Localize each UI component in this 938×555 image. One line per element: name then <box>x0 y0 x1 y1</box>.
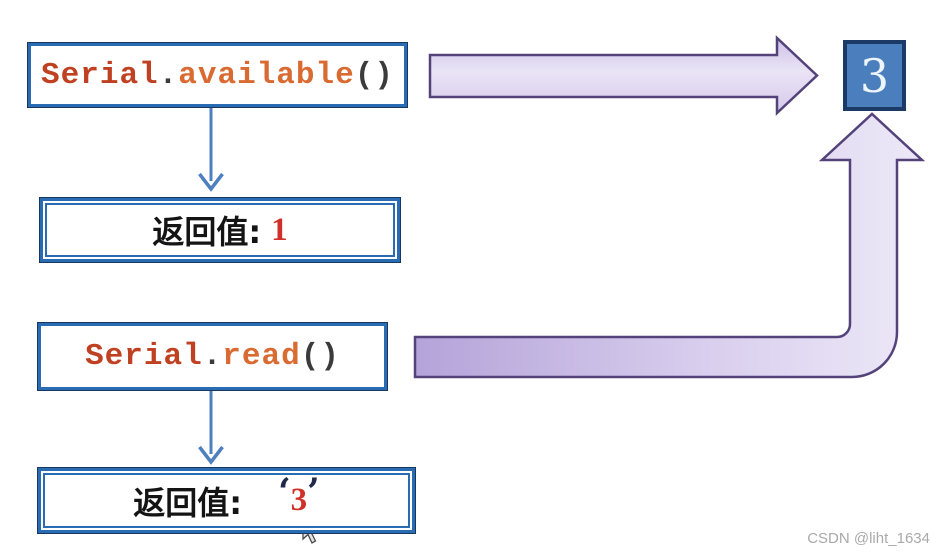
return-value-number: 1 <box>271 211 288 248</box>
code-object: Serial <box>85 339 203 374</box>
code-text: Serial.read() <box>85 339 340 374</box>
arrow-right-icon <box>428 35 819 116</box>
return-value-available-box: 返回值: 1 <box>40 198 400 262</box>
close-quote: ’ <box>307 470 320 513</box>
arrow-down-icon <box>198 108 224 192</box>
code-parens: () <box>300 339 340 374</box>
return-value-label: 返回值: <box>133 483 243 522</box>
code-object: Serial <box>41 57 159 93</box>
return-value-label: 返回值: <box>152 213 262 251</box>
buffer-byte-value: 3 <box>859 48 890 103</box>
return-value-char: 3 <box>290 482 308 518</box>
arrow-down-icon <box>198 391 224 465</box>
serial-read-box: Serial.read() <box>38 323 387 390</box>
code-parens: () <box>354 57 394 93</box>
code-method: read <box>222 339 301 374</box>
code-dot: . <box>158 57 179 93</box>
return-value-read-box: 返回值: ‘ 3 ’ <box>38 468 415 533</box>
open-quote: ‘ <box>278 470 291 513</box>
code-dot: . <box>202 339 223 374</box>
code-method: available <box>178 57 355 93</box>
code-text: Serial.available() <box>41 58 394 93</box>
buffer-byte-box: 3 <box>843 40 906 111</box>
serial-available-box: Serial.available() <box>28 43 407 107</box>
arrow-elbow-up-icon <box>413 112 926 379</box>
watermark: CSDN @liht_1634 <box>807 530 930 547</box>
